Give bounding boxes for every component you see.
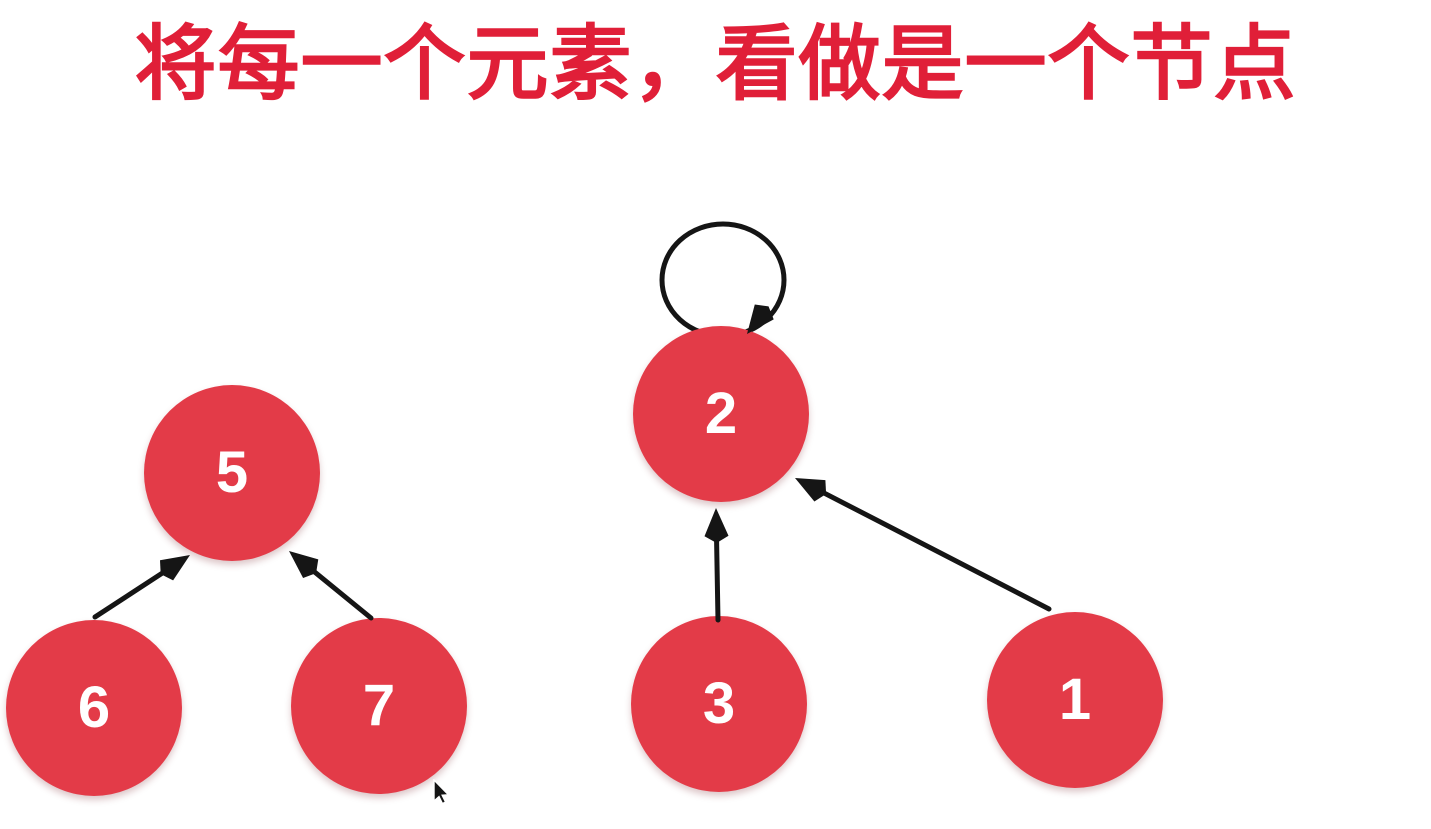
node-label: 6 (77, 675, 111, 740)
self-loop-2-head (747, 304, 774, 334)
edge-3-to-2-head (704, 508, 729, 543)
graph-node-6: 6 (6, 620, 182, 796)
edge-7-to-5-head (289, 551, 319, 579)
graph-node-3: 3 (631, 616, 807, 792)
edge-6-to-5-head (159, 555, 190, 581)
slide-title: 将每一个元素，看做是一个节点 (134, 19, 1297, 110)
edge-6-to-5 (92, 563, 176, 620)
edge-3-to-2 (713, 525, 721, 623)
node-label: 5 (215, 440, 249, 505)
graph-node-7: 7 (291, 618, 467, 794)
graph-node-1: 1 (987, 612, 1163, 788)
node-label: 1 (1058, 667, 1092, 732)
node-label: 7 (362, 673, 396, 738)
mouse-cursor (433, 779, 450, 805)
graph-node-2: 2 (633, 326, 809, 502)
edge-1-to-2-head (795, 478, 827, 502)
edge-1-to-2 (810, 484, 1052, 612)
node-label: 2 (704, 381, 738, 446)
node-label: 3 (702, 671, 736, 736)
graph-node-5: 5 (144, 385, 320, 561)
